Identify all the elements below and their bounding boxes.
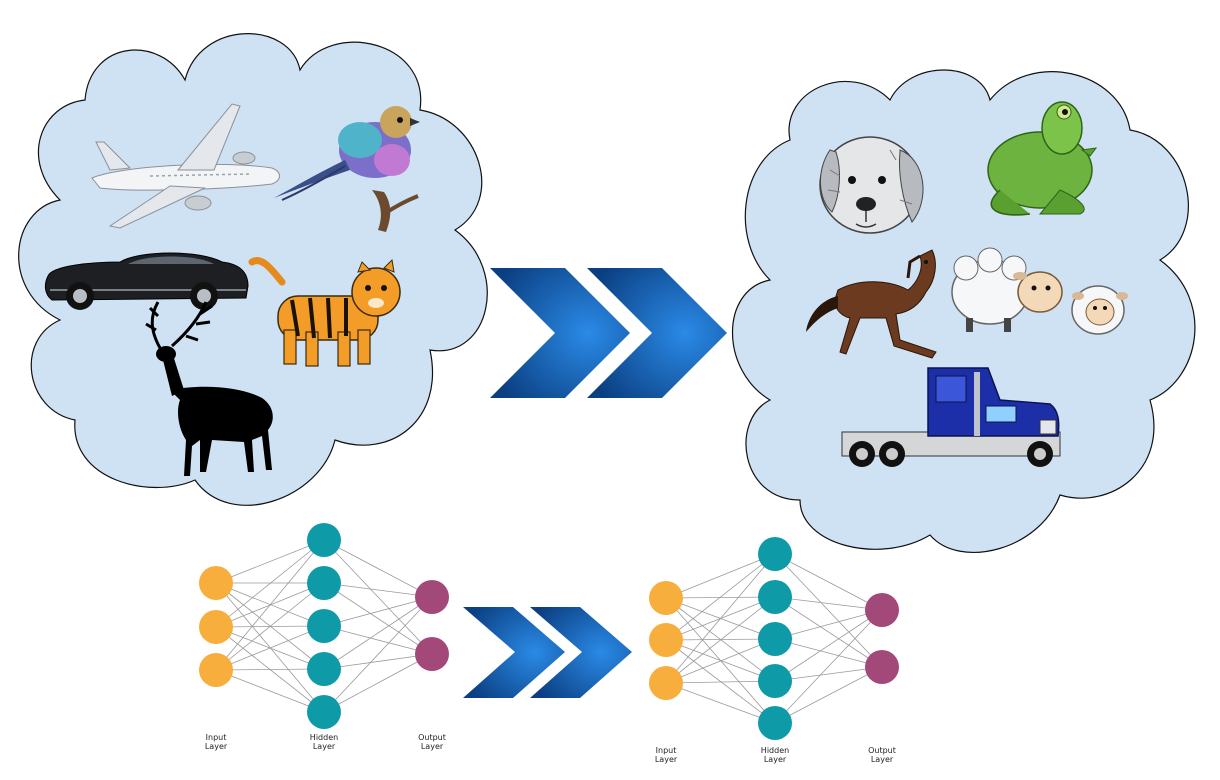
hidden-output-edge — [774, 666, 883, 682]
large-transfer-arrow — [490, 268, 727, 398]
hidden-output-edge — [323, 539, 433, 655]
hidden-output-edge — [323, 625, 433, 655]
hidden-output-edge — [323, 596, 433, 670]
input-hidden-edge — [665, 553, 776, 641]
hidden-node — [758, 622, 792, 656]
hidden-node — [307, 566, 341, 600]
input-hidden-edge — [665, 638, 776, 684]
hidden-output-edge — [323, 653, 433, 713]
input-hidden-edge — [215, 625, 325, 671]
output-node — [865, 593, 899, 627]
source-cloud — [18, 33, 488, 506]
hidden-output-edge — [774, 596, 883, 611]
input-node — [199, 566, 233, 600]
hidden-output-edge — [323, 582, 433, 655]
bird-icon — [274, 106, 420, 232]
chevron-right-icon — [587, 268, 727, 398]
output-node — [415, 637, 449, 671]
horse-icon — [806, 249, 937, 359]
hidden-output-edge — [774, 596, 883, 668]
chevron-right-icon — [490, 268, 630, 398]
hidden-node — [307, 523, 341, 557]
sheep-icon — [951, 247, 1128, 335]
input-hidden-edge — [665, 596, 776, 684]
airplane-icon — [91, 103, 280, 229]
input-hidden-edge — [215, 539, 325, 584]
input-hidden-edge — [665, 680, 776, 684]
truck-icon — [841, 367, 1061, 467]
hidden-output-edge — [323, 596, 433, 627]
hidden-output-edge — [774, 609, 883, 640]
input-hidden-edge — [665, 682, 776, 724]
input-hidden-edge — [215, 582, 325, 713]
input-hidden-edge — [665, 553, 776, 684]
hidden-output-edge — [774, 553, 883, 611]
hidden-output-edge — [774, 609, 883, 724]
input-hidden-edge — [665, 639, 776, 682]
chevron-right-icon — [463, 607, 565, 698]
small-transfer-arrow — [463, 607, 632, 698]
hidden-node — [758, 580, 792, 614]
output-node — [865, 650, 899, 684]
hidden-output-edge — [323, 596, 433, 713]
input-hidden-edge — [215, 539, 325, 671]
input-hidden-edge — [665, 639, 776, 724]
hidden-output-edge — [774, 553, 883, 668]
hidden-output-edge — [774, 609, 883, 682]
tiger-icon — [248, 257, 401, 367]
input-hidden-edge — [215, 539, 325, 628]
input-hidden-edge — [215, 669, 325, 713]
hidden-node — [307, 652, 341, 686]
hidden-output-edge — [774, 638, 883, 668]
input-node — [649, 581, 683, 615]
input-hidden-edge — [215, 582, 325, 671]
target-cloud — [731, 69, 1196, 553]
input-hidden-edge — [665, 553, 776, 599]
input-node — [199, 610, 233, 644]
chevron-right-icon — [530, 607, 632, 698]
hidden-node — [758, 664, 792, 698]
input-node — [649, 623, 683, 657]
car-icon — [44, 252, 249, 310]
hidden-output-edge — [323, 539, 433, 598]
input-node — [199, 653, 233, 687]
hidden-output-edge — [774, 666, 883, 724]
hidden-node — [307, 695, 341, 729]
dog-icon — [819, 136, 924, 234]
hidden-node — [758, 537, 792, 571]
output-node — [415, 580, 449, 614]
hidden-node — [307, 609, 341, 643]
hidden-output-edge — [323, 653, 433, 670]
input-hidden-edge — [215, 668, 325, 671]
input-node — [649, 666, 683, 700]
hidden-output-edge — [323, 582, 433, 598]
hidden-node — [758, 706, 792, 740]
frog-icon — [987, 101, 1098, 216]
deer-icon — [145, 301, 273, 476]
